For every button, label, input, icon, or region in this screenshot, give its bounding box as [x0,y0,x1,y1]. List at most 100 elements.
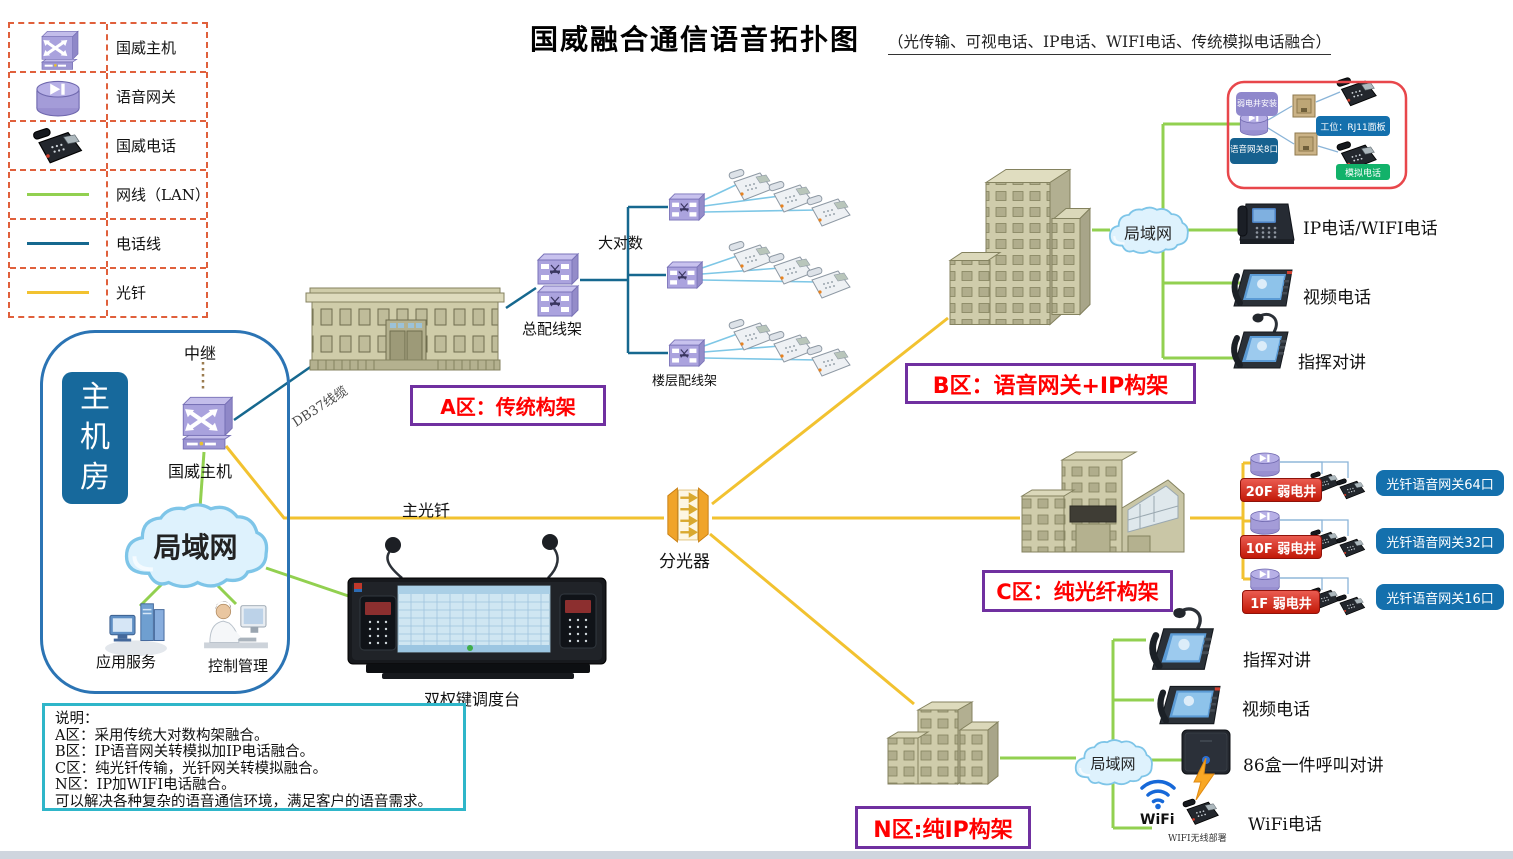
zone-b-label-box: B区：语音网关+IP构架 [905,363,1196,404]
legend-row: 语音网关 [10,73,206,122]
host-room-badge: 主机房 [62,372,128,504]
control-label: 控制管理 [208,657,269,675]
rj11-panel-icon [1292,94,1316,118]
floor-well-label: 20F 弱电井 [1245,484,1317,500]
legend-row: 国威主机 [10,24,206,73]
fiber-gateway-pill: 光钎语音网关32口 [1376,528,1504,554]
optical-splitter-icon [666,486,710,544]
legend-label: 光钎 [116,284,147,302]
building-zone-b [949,168,1091,326]
zone-b-device-label: IP电话/WIFI电话 [1303,219,1438,239]
notes-line: C区：纯光钎传输，光钎网关转模拟融合。 [55,760,328,777]
fiber-gateway-label: 光钎语音网关32口 [1386,535,1494,551]
gateway-8port-label: 语音网关8口 [1230,145,1278,156]
fiber-gateway-label: 光钎语音网关64口 [1386,477,1494,493]
gateway-detail-bubble [1226,80,1408,190]
page-title: 国威融合通信语音拓扑图 [530,23,861,56]
lan-cloud-b-label: 局域网 [1123,224,1172,243]
zone-b-device-label: 指挥对讲 [1298,353,1366,373]
video-phone-icon [1160,686,1220,723]
legend-label: 电话线 [116,235,162,253]
ip-phone-icon [1237,203,1295,245]
mdf-label: 总配线架 [522,320,583,338]
host-room-label: 主机房 [80,380,110,495]
floor-well-label: 1F 弱电井 [1250,596,1312,612]
floor-distribution-frame-icon [668,339,705,367]
legend-label: 国威电话 [116,137,177,155]
guowei-host-switch-icon [10,24,108,71]
splitter-label: 分光器 [659,552,710,572]
analog-phone-label: 模拟电话 [1344,168,1381,179]
app-server-label: 应用服务 [96,653,157,671]
big-pair-label: 大对数 [598,234,644,252]
main-distribution-frame-icon [537,253,579,285]
building-zone-n [887,701,999,785]
lan-cloud-n-label: 局域网 [1090,754,1136,773]
rj11-panel-pill: 工位：RJ11面板 [1316,116,1390,136]
notes-box: 说明： A区：采用传统大对数构架融合。 B区：IP语音网关转模拟加IP电话融合。… [42,703,466,811]
video-phone-icon [1234,270,1292,306]
notes-line: N区：IP加WIFI电话融合。 [55,777,236,793]
zone-n-label-box: N区:纯IP构架 [855,806,1031,849]
fiber-gateway-label: 光钎语音网关16口 [1386,591,1494,607]
floor-well-label: 10F 弱电井 [1245,541,1317,557]
main-fiber-label: 主光钎 [402,501,451,520]
extension-lines [701,182,819,361]
floor-well-pill: 20F 弱电井 [1240,478,1322,502]
fiber-lines [224,316,1252,706]
legend-label: 语音网关 [116,88,177,106]
notes-line: 可以解决各种复杂的语音通信环境，满足客户的语音需求。 [55,793,432,810]
floor-frame-label: 楼层配线架 [652,374,718,389]
command-intercom-icon [1153,608,1214,669]
zone-n-device-label: 86盒一件呼叫对讲 [1243,756,1384,776]
building-zone-c [1021,451,1185,553]
host-switch-label: 国威主机 [168,462,233,481]
zone-c-label-box: C区：纯光纤构架 [982,570,1173,612]
lan-cable-swatch [10,171,108,218]
page-subtitle: （光传输、可视电话、IP电话、WIFI电话、传统模拟电话融合） [888,30,1331,55]
notes-line: 说明： [55,711,99,727]
legend: 国威主机 语音网关 国威电话 网线（LAN） 电话线 光钎 [8,22,210,318]
optical-fiber-swatch [10,269,108,316]
fiber-gateway-extension-lines [1280,461,1349,594]
call-box-86-icon [1181,729,1231,775]
wifi-deploy-label: WIFI无线部署 [1168,834,1227,844]
phone-cable-swatch [10,220,108,267]
legend-row: 光钎 [10,269,206,316]
zone-n-device-label: 视频电话 [1242,700,1310,720]
zone-a-label-box: A区：传统构架 [410,385,606,426]
zone-a-label: A区：传统构架 [440,395,576,419]
wifi-deploy-phone-icon [1182,798,1219,825]
legend-label: 网线（LAN） [116,186,210,204]
floor-distribution-frame-icon [668,193,705,221]
wifi-text-label: WiFi [1140,812,1175,828]
lan-lines [138,122,1244,830]
fiber-gateway-pill: 光钎语音网关16口 [1376,584,1504,610]
legend-row: 电话线 [10,220,206,269]
notes-line: A区：采用传统大对数构架融合。 [55,727,269,744]
notes-line: B区：IP语音网关转模拟加IP电话融合。 [55,744,315,760]
floor-well-pill: 1F 弱电井 [1242,590,1320,614]
zone-c-label: C区：纯光纤构架 [996,580,1159,604]
voice-gateway-8port-icon [1239,112,1269,136]
building-zone-a [305,287,505,371]
gateway-detail-lines [1267,91,1341,153]
host-room-boundary [40,330,290,694]
bottom-strip [0,851,1513,859]
wifi-icon [1140,779,1176,810]
voice-gateway-icon [10,73,108,120]
rj11-panel-icon [1294,132,1318,156]
gateway-8port-pill: 语音网关8口 [1230,138,1278,164]
legend-row: 网线（LAN） [10,171,210,220]
zone-n-device-label: WiFi电话 [1248,815,1322,835]
rj11-panel-label: 工位：RJ11面板 [1320,122,1386,133]
lan-cloud-main-label: 局域网 [153,531,238,564]
well-install-label: 弱电井安装 [1237,99,1277,109]
guowei-phone-icon [10,122,108,169]
floor-well-pill: 10F 弱电井 [1240,535,1322,559]
trunk-label: 中继 [184,344,217,363]
command-intercom-icon [1234,314,1288,369]
floor-distribution-frame-icon [666,261,703,289]
well-install-pill: 弱电井安装 [1236,92,1278,116]
